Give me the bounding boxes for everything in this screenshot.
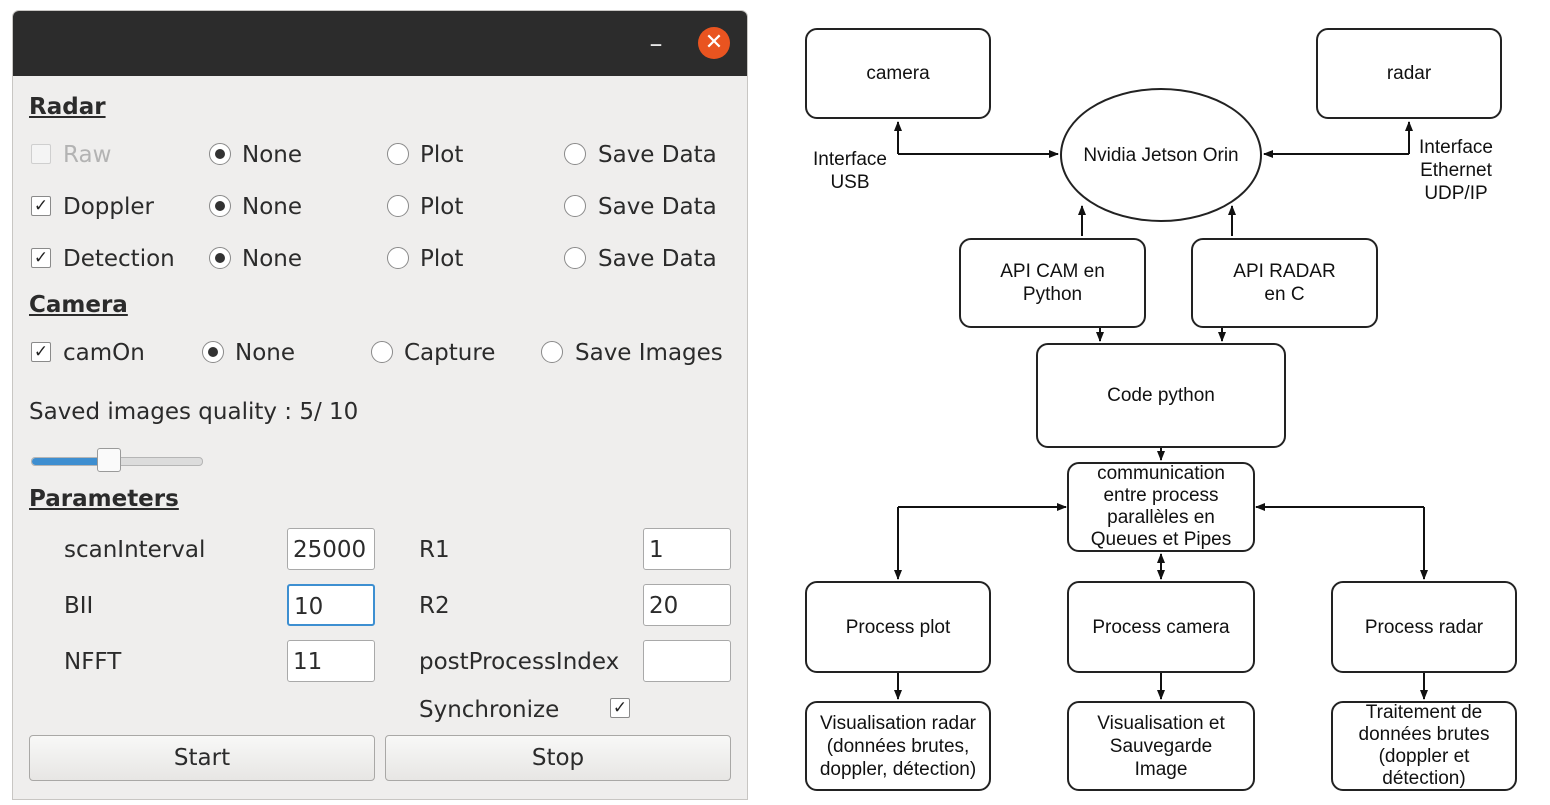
doppler-save-data-radio[interactable] [564,195,586,217]
quality-slider-fill [32,458,116,465]
doppler-plot-radio[interactable] [387,195,409,217]
radar-section-title: Radar [29,94,106,120]
camera-capture-radio[interactable] [371,341,393,363]
camera-capture-label: Capture [404,340,496,366]
synchronize-checkbox[interactable]: ✓ [610,698,630,718]
raw-save-data-label: Save Data [598,142,717,168]
bii-label: BII [64,593,94,619]
diagram-connectors [894,121,1428,700]
nfft-label: NFFT [64,649,122,675]
raw-plot-label: Plot [420,142,464,168]
doppler-none-label: None [242,194,303,220]
close-button[interactable]: ✕ [698,27,730,59]
camera-save-images-label: Save Images [575,340,723,366]
jetson-node: Nvidia Jetson Orin [1060,88,1262,222]
start-button[interactable]: Start [29,735,375,781]
doppler-plot-label: Plot [420,194,464,220]
process-radar-node: Process radar [1331,581,1517,673]
r2-input[interactable]: 20 [643,584,731,626]
postprocessindex-input[interactable] [643,640,731,682]
bii-input[interactable]: 10 [287,584,375,626]
minimize-button[interactable]: – [649,29,663,59]
scaninterval-label: scanInterval [64,537,206,563]
r1-input[interactable]: 1 [643,528,731,570]
code-python-node: Code python [1036,343,1286,448]
detection-none-radio[interactable] [209,247,231,269]
camera-section-title: Camera [29,292,128,318]
radar-node: radar [1316,28,1502,119]
doppler-label: Doppler [63,194,154,220]
raw-none-radio[interactable] [209,143,231,165]
architecture-diagram: camera radar Nvidia Jetson Orin Interfac… [780,0,1550,805]
raw-plot-radio[interactable] [387,143,409,165]
detection-checkbox[interactable]: ✓ [31,248,51,268]
r2-label: R2 [419,593,450,619]
process-camera-node: Process camera [1067,581,1255,673]
detection-save-data-label: Save Data [598,246,717,272]
raw-save-data-radio[interactable] [564,143,586,165]
detection-plot-label: Plot [420,246,464,272]
quality-label: Saved images quality : 5/ 10 [29,399,359,425]
doppler-save-data-label: Save Data [598,194,717,220]
title-bar[interactable]: – ✕ [13,11,747,76]
camera-none-label: None [235,340,296,366]
detection-save-data-radio[interactable] [564,247,586,269]
scaninterval-input[interactable]: 25000 [287,528,375,570]
nfft-input[interactable]: 11 [287,640,375,682]
detection-none-label: None [242,246,303,272]
camera-save-images-radio[interactable] [541,341,563,363]
r1-label: R1 [419,537,450,563]
process-plot-node: Process plot [805,581,991,673]
doppler-checkbox[interactable]: ✓ [31,196,51,216]
camon-label: camOn [63,340,145,366]
camera-none-radio[interactable] [202,341,224,363]
camera-node: camera [805,28,991,119]
parameters-section-title: Parameters [29,486,179,512]
doppler-none-radio[interactable] [209,195,231,217]
detection-label: Detection [63,246,175,272]
visualisation-radar-node: Visualisation radar(données brutes,doppl… [805,701,991,791]
detection-plot-radio[interactable] [387,247,409,269]
raw-label: Raw [63,142,112,168]
postprocessindex-label: postProcessIndex [419,649,620,675]
camon-checkbox[interactable]: ✓ [31,342,51,362]
synchronize-label: Synchronize [419,697,560,723]
stop-button[interactable]: Stop [385,735,731,781]
quality-slider-handle[interactable] [97,448,121,472]
app-window: – ✕ Radar Raw None Plot Save Data ✓ Dopp… [12,10,748,800]
raw-checkbox[interactable] [31,144,51,164]
raw-none-label: None [242,142,303,168]
